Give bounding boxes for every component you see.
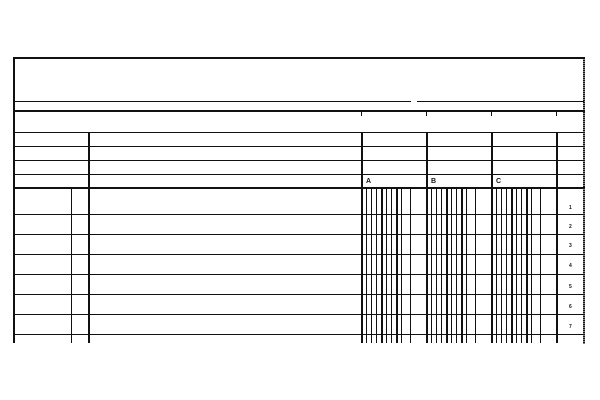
body-row-line-6 [13, 314, 585, 315]
body-row-line-7 [13, 334, 585, 335]
title-divider-right [417, 101, 584, 102]
column-b-divider [426, 132, 428, 343]
row-number-5: 5 [569, 284, 572, 290]
row-number-1: 1 [569, 205, 572, 211]
column-c-divider [491, 132, 493, 343]
title-area[interactable] [15, 59, 583, 101]
row-number-divider [556, 132, 558, 343]
column-header-a: A [366, 178, 372, 185]
header-row-line-4 [13, 174, 585, 175]
row-number-2: 2 [569, 224, 572, 230]
header-row-line-3 [13, 160, 585, 161]
row-number-7: 7 [569, 324, 572, 330]
body-top-rule [13, 187, 585, 189]
row-number-4: 4 [569, 263, 572, 269]
ref-column-divider [71, 189, 72, 343]
body-row-line-3 [13, 254, 585, 255]
column-header-c: C [496, 178, 502, 185]
row-number-6: 6 [569, 304, 572, 310]
header-top-rule [13, 110, 585, 112]
body-row-line-5 [13, 294, 585, 295]
header-row-line-1 [13, 132, 585, 133]
body-row-line-2 [13, 234, 585, 235]
left-border [13, 57, 15, 343]
column-header-b: B [431, 178, 437, 185]
body-row-line-1 [13, 214, 585, 215]
desc-column-divider [88, 132, 90, 343]
header-row-line-2 [13, 146, 585, 147]
right-border [583, 58, 585, 344]
tick-b [426, 112, 427, 116]
tick-a [361, 112, 362, 116]
tick-d [556, 112, 557, 116]
body-row-line-4 [13, 274, 585, 275]
row-number-3: 3 [569, 243, 572, 249]
tick-c [491, 112, 492, 116]
column-a-divider [361, 132, 363, 343]
top-border [13, 57, 585, 59]
title-divider-left [13, 101, 411, 102]
